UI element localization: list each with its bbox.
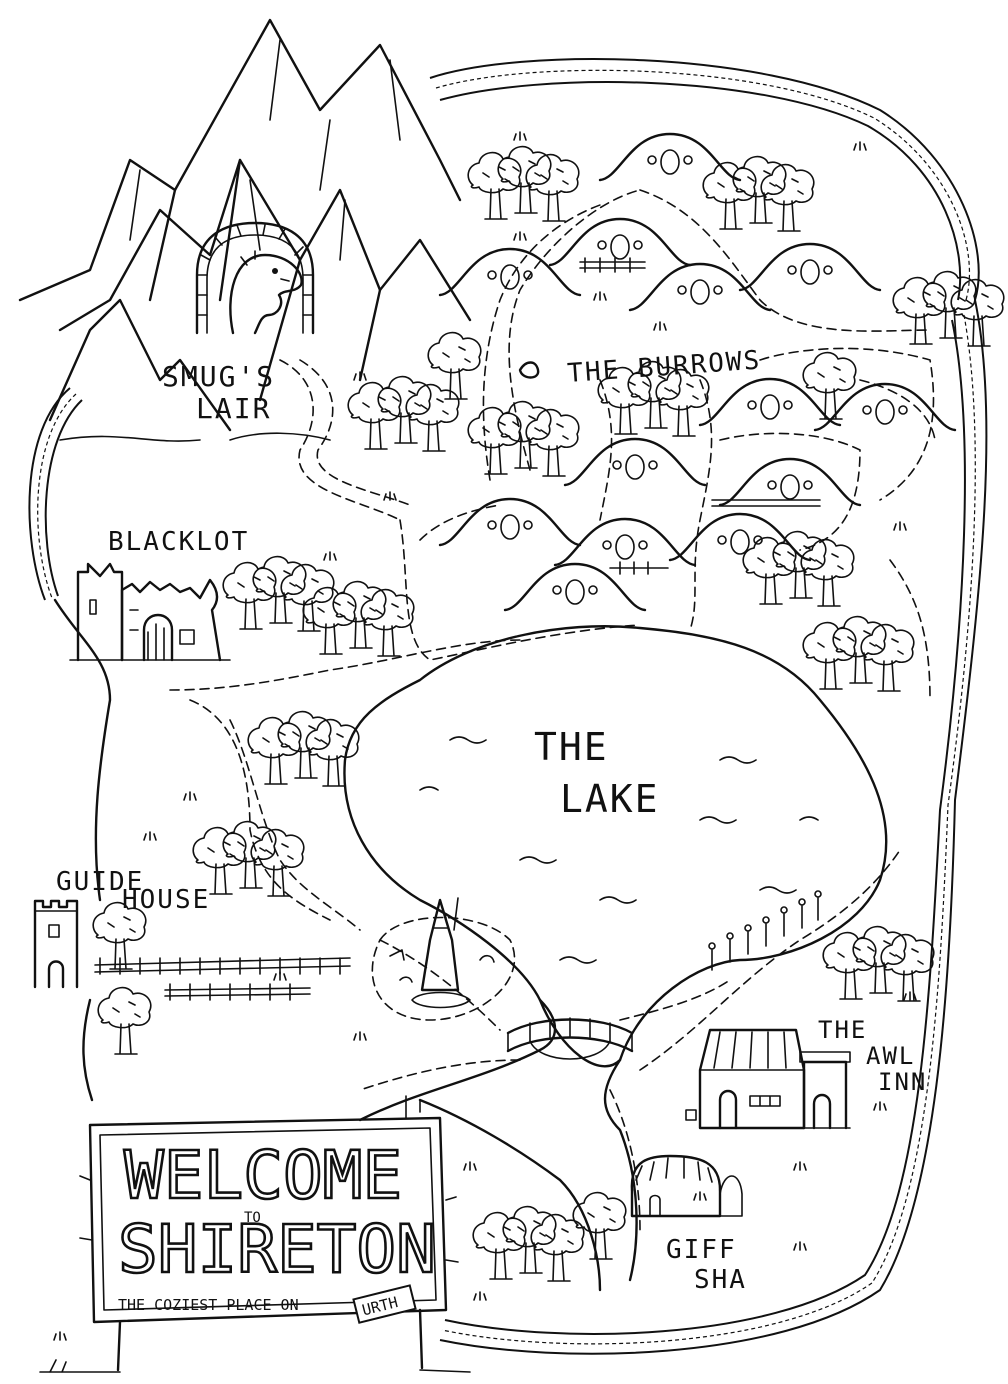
sign-shireton: SHIRETON <box>118 1211 436 1288</box>
label-the-lake-2: LAKE <box>560 777 660 821</box>
sign-to: TO <box>244 1210 261 1226</box>
label-smugs-lair-2: LAIR <box>196 392 271 425</box>
label-the-lake: THE <box>534 725 609 769</box>
sign-welcome: WELCOME <box>124 1137 402 1214</box>
hut-icon <box>630 1154 743 1218</box>
dragon-icon <box>195 221 315 335</box>
sign-tagline: THE COZIEST PLACE ON <box>118 1296 299 1314</box>
footpaths <box>169 189 936 1231</box>
label-blacklot: BLACKLOT <box>108 527 249 557</box>
fences <box>94 957 351 1001</box>
label-awl-inn-2: AWL <box>866 1042 915 1070</box>
sign-tag-plate: URTH <box>352 1284 417 1324</box>
stone-wall <box>429 58 988 1355</box>
tower-icon <box>69 562 231 662</box>
wizard-statue-icon <box>371 897 516 1021</box>
the-lake <box>343 625 888 1068</box>
label-awl-inn-3: INN <box>878 1068 927 1096</box>
label-awl-inn: THE <box>818 1016 867 1044</box>
west-wall <box>28 387 83 601</box>
label-guide-house: GUIDE <box>56 867 144 897</box>
label-smugs-lair: SMUG'S <box>162 360 275 393</box>
mountains <box>18 18 472 442</box>
label-giff-sha: GIFF <box>666 1235 737 1265</box>
label-guide-house-2: HOUSE <box>122 885 210 915</box>
town-boundary <box>53 598 112 1102</box>
labels: SMUG'S LAIR THE BURROWS BLACKLOT THE LAK… <box>56 346 927 1324</box>
label-the-burrows: THE BURROWS <box>566 346 762 389</box>
tower-icon <box>33 899 79 989</box>
inn-icon <box>685 1028 851 1130</box>
river <box>358 998 638 1292</box>
welcome-sign <box>39 1095 471 1373</box>
label-giff-sha-2: SHA <box>694 1265 747 1295</box>
flowers <box>708 890 822 971</box>
bridge-icon <box>506 1017 634 1060</box>
hobbit-hole-icon <box>438 132 957 612</box>
